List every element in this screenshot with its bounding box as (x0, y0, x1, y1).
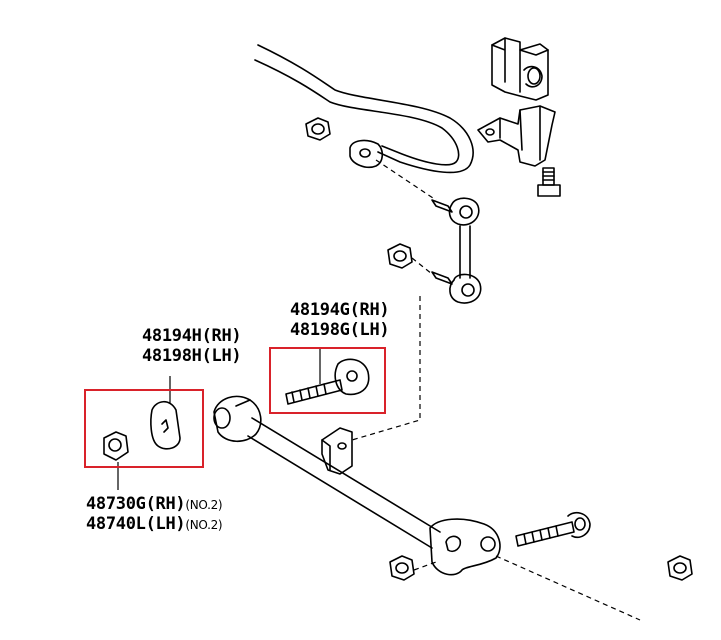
callout-nut-lh-number: 48740L(LH) (86, 514, 186, 534)
dashed-leader-link-bracket (351, 296, 421, 441)
dashed-leader-nut-link (411, 257, 433, 275)
callout-nut-lh-suffix: (NO.2) (185, 518, 223, 532)
callout-bolt-rh: 48194G(RH) (290, 300, 390, 320)
arm-mounting-bracket (321, 427, 353, 475)
callout-nut-rh: 48730G(RH)(NO.2) (86, 494, 223, 514)
callout-nut-lh: 48740L(LH)(NO.2) (86, 514, 223, 534)
nut-bottom-right (667, 555, 693, 581)
stabilizer-bushing (491, 37, 549, 101)
callout-cam-rh: 48194H(RH) (142, 326, 242, 346)
stabilizer-link (431, 197, 482, 304)
stabilizer-bar (254, 44, 474, 174)
dashed-leader-bar-link (375, 159, 437, 201)
stabilizer-bracket (477, 105, 556, 167)
nut-link (387, 243, 413, 269)
nut-bottom-left (389, 555, 415, 581)
dashed-leader-nut-arm (413, 561, 437, 571)
cam-plate (150, 400, 181, 450)
lower-control-arm (213, 395, 501, 576)
camber-bolt (285, 358, 370, 405)
arm-bolt (515, 511, 591, 547)
nut-top (305, 117, 331, 141)
nut-no2 (103, 431, 129, 461)
callout-nut-rh-number: 48730G(RH) (86, 494, 186, 514)
stabilizer-bar-end (349, 139, 384, 169)
dashed-leader-bolt-arm (495, 555, 641, 621)
callout-cam-lh: 48198H(LH) (142, 346, 242, 366)
highlight-cam-nut (84, 389, 204, 468)
callout-nut-rh-suffix: (NO.2) (185, 498, 223, 512)
bracket-bolt (537, 167, 561, 197)
highlight-camber-bolt (269, 347, 386, 414)
callout-bolt-lh: 48198G(LH) (290, 320, 390, 340)
